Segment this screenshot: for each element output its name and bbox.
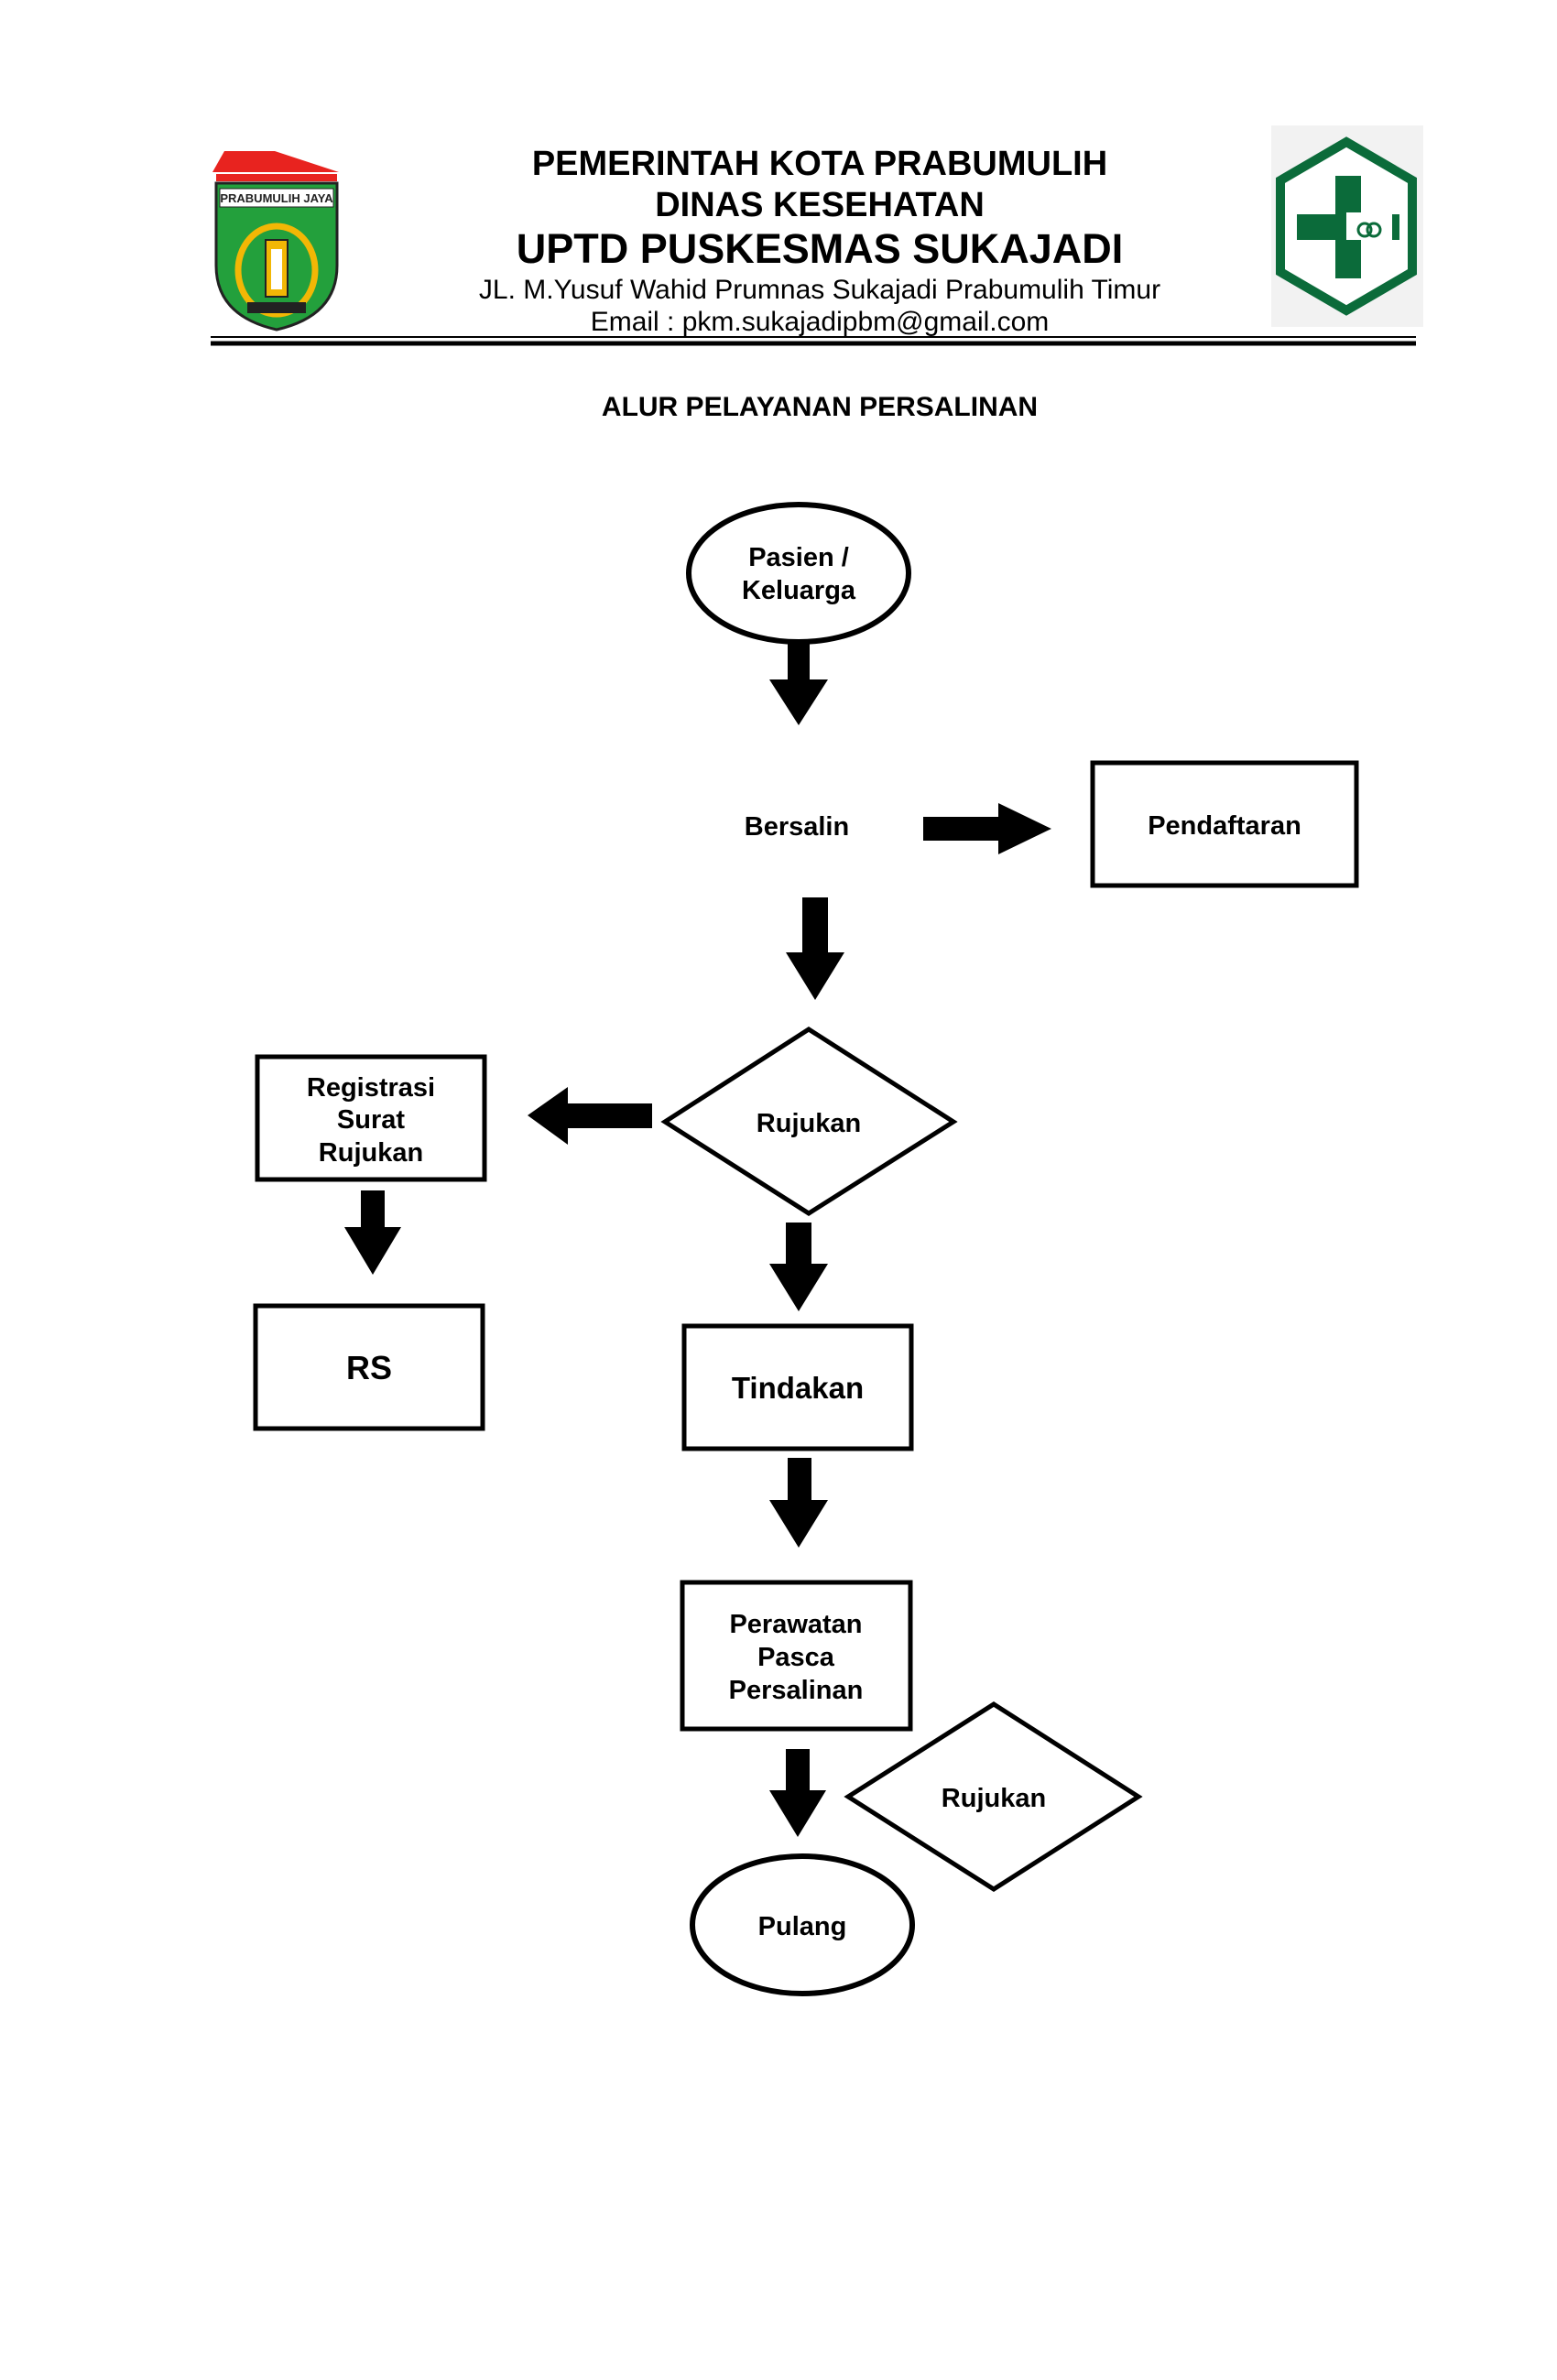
perawatan-label-line-2: Pasca	[757, 1643, 835, 1672]
bersalin-label: Bersalin	[745, 812, 849, 842]
header-address: JL. M.Yusuf Wahid Prumnas Sukajadi Prabu…	[478, 275, 1161, 305]
header-line-1: PEMERINTAH KOTA PRABUMULIH	[531, 145, 1108, 183]
flow-arrows	[344, 641, 1051, 1837]
emblem-base-ribbon	[247, 302, 306, 313]
node-perawatan: Perawatan Pasca Persalinan	[680, 1580, 913, 1732]
arrow-down-rujukan-tindakan	[769, 1223, 828, 1311]
pendaftaran-box	[1090, 760, 1359, 888]
emblem-wreath	[234, 223, 319, 318]
puskesmas-ring-right	[1366, 222, 1382, 238]
node-bersalin: Bersalin	[745, 812, 849, 842]
arrow-down-start-bersalin	[769, 641, 828, 725]
puskesmas-logo	[1271, 125, 1423, 327]
registrasi-label-line-1: Registrasi	[307, 1073, 435, 1103]
arrow-right-bersalin-pendaftaran	[923, 803, 1051, 854]
node-rujukan-1: Rujukan	[660, 1027, 958, 1216]
start-label-line-1: Pasien /	[748, 543, 849, 572]
puskesmas-ring-left	[1356, 222, 1373, 238]
emblem-banner-text: PRABUMULIH JAYA	[220, 191, 333, 205]
rujukan-1-label: Rujukan	[757, 1109, 861, 1138]
header-line-2: DINAS KESEHATAN	[655, 186, 985, 224]
rs-box	[253, 1303, 485, 1431]
registrasi-box	[255, 1054, 487, 1182]
tindakan-label: Tindakan	[732, 1371, 864, 1405]
pulang-ellipse	[690, 1853, 915, 1996]
node-start: Pasien / Keluarga	[686, 502, 911, 645]
header-line-3: UPTD PUSKESMAS SUKAJADI	[516, 225, 1124, 272]
node-rs: RS	[253, 1303, 485, 1431]
tindakan-box	[681, 1323, 914, 1451]
emblem-roof	[212, 151, 339, 172]
rujukan-2-label: Rujukan	[942, 1784, 1046, 1813]
rujukan-2-diamond	[844, 1701, 1143, 1892]
document-title: ALUR PELAYANAN PERSALINAN	[601, 392, 1039, 422]
start-label-line-2: Keluarga	[742, 576, 856, 605]
pulang-label: Pulang	[758, 1912, 847, 1941]
node-pendaftaran: Pendaftaran	[1090, 760, 1359, 888]
arrow-left-rujukan-registrasi	[528, 1087, 652, 1145]
registrasi-label-line-3: Rujukan	[319, 1138, 423, 1168]
arrow-down-bersalin-rujukan	[786, 897, 844, 1000]
perawatan-label-line-1: Perawatan	[729, 1610, 862, 1639]
arrow-down-perawatan-pulang	[769, 1749, 826, 1837]
rujukan-1-diamond	[660, 1027, 958, 1216]
node-registrasi: Registrasi Surat Rujukan	[255, 1054, 487, 1182]
arrow-down-tindakan-perawatan	[769, 1458, 828, 1548]
city-emblem-logo: PRABUMULIH JAYA	[212, 151, 339, 331]
arrow-down-registrasi-rs	[344, 1190, 401, 1275]
pendaftaran-label: Pendaftaran	[1148, 811, 1301, 841]
header-email: Email : pkm.sukajadipbm@gmail.com	[590, 307, 1050, 337]
emblem-roof-base	[216, 174, 337, 181]
node-pulang: Pulang	[690, 1853, 915, 1996]
perawatan-label-line-3: Persalinan	[729, 1676, 864, 1705]
start-ellipse	[686, 502, 911, 645]
node-tindakan: Tindakan	[681, 1323, 914, 1451]
registrasi-label-line-2: Surat	[337, 1105, 405, 1135]
emblem-tower-window	[271, 249, 282, 289]
perawatan-box	[680, 1580, 913, 1732]
node-rujukan-2: Rujukan	[844, 1701, 1143, 1892]
rs-label: RS	[346, 1349, 392, 1386]
emblem-banner	[219, 188, 334, 208]
